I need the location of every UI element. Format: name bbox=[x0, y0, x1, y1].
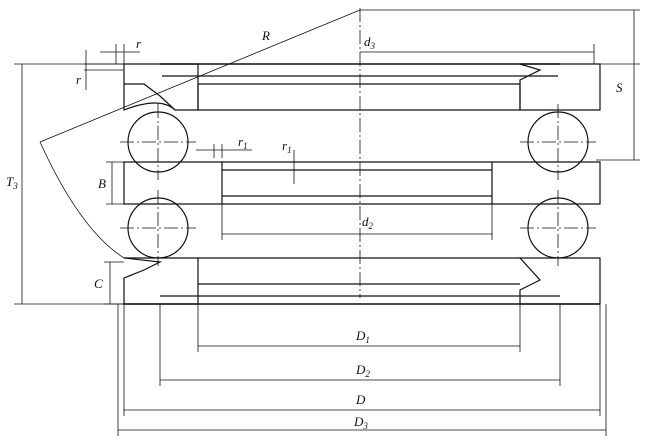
dim-D1: D1 bbox=[197, 304, 521, 352]
dim-r: r r bbox=[76, 36, 142, 90]
svg-text:r1: r1 bbox=[282, 138, 292, 155]
bottom-washer-right-section bbox=[518, 257, 601, 305]
middle-washer bbox=[123, 161, 601, 205]
dim-r1: r1 r1 bbox=[196, 134, 306, 184]
svg-text:T3: T3 bbox=[6, 174, 18, 191]
label-r-left: r bbox=[76, 72, 82, 87]
top-washer bbox=[123, 63, 601, 111]
dim-B: B bbox=[98, 161, 124, 205]
svg-text:d3: d3 bbox=[364, 34, 376, 51]
dim-d3: d3 bbox=[360, 34, 595, 64]
label-T3: T bbox=[6, 174, 14, 189]
label-B: B bbox=[98, 176, 106, 191]
label-D2: D bbox=[355, 362, 366, 377]
svg-text:D3: D3 bbox=[353, 414, 368, 431]
label-r1: r bbox=[238, 134, 244, 149]
svg-text:D1: D1 bbox=[355, 328, 370, 345]
dim-d2: d2 bbox=[221, 204, 493, 240]
svg-text:r1: r1 bbox=[238, 134, 248, 151]
svg-text:d2: d2 bbox=[362, 214, 374, 231]
dim-S: S bbox=[596, 10, 640, 161]
label-d2: d bbox=[362, 214, 369, 229]
label-D: D bbox=[355, 392, 366, 407]
label-R: R bbox=[261, 28, 270, 43]
dim-C: C bbox=[94, 261, 124, 305]
top-washer-right-section bbox=[519, 63, 601, 111]
middle-washer-right-section bbox=[491, 161, 601, 205]
balls bbox=[120, 104, 596, 266]
label-S: S bbox=[616, 80, 623, 95]
bottom-washer-left-section bbox=[123, 257, 199, 305]
svg-text:D2: D2 bbox=[355, 362, 370, 379]
radius-R: R bbox=[39, 9, 640, 259]
label-r-top: r bbox=[136, 36, 142, 51]
label-D1: D bbox=[355, 328, 366, 343]
dim-T3: T3 bbox=[6, 63, 124, 305]
label-D3: D bbox=[353, 414, 364, 429]
label-r1-vertical: r bbox=[282, 138, 288, 153]
label-d3: d bbox=[364, 34, 371, 49]
dim-D3: D3 bbox=[117, 304, 607, 436]
dim-D: D bbox=[123, 304, 601, 416]
label-C: C bbox=[94, 276, 103, 291]
top-washer-left-section bbox=[123, 63, 199, 111]
dim-D2: D2 bbox=[159, 304, 561, 386]
bottom-washer bbox=[123, 257, 601, 305]
